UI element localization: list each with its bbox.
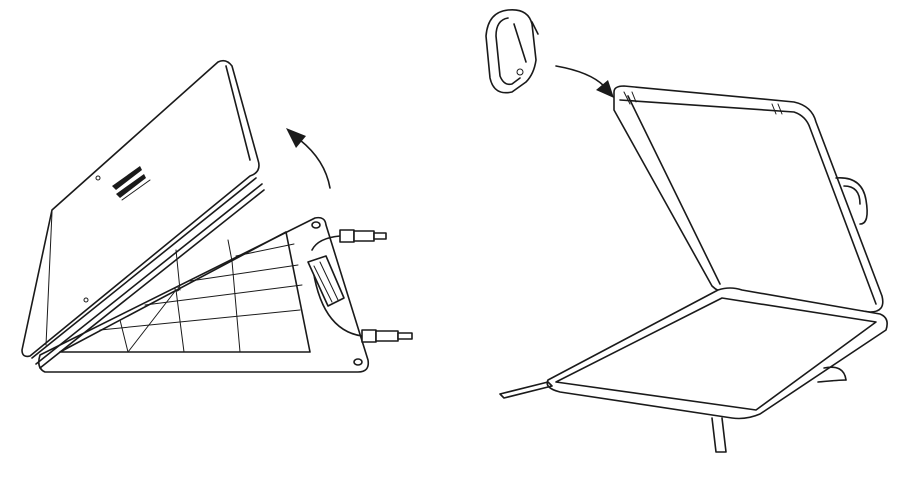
- arrow-curved-down-icon: [555, 65, 614, 98]
- connector-plug-icon: [339, 229, 387, 243]
- junction-box-cable: [307, 229, 413, 343]
- carabiner-icon: [485, 8, 539, 94]
- carabiner-figure: [485, 8, 888, 453]
- top-solar-panel: [21, 59, 260, 358]
- junction-box-icon: [307, 255, 345, 307]
- bottom-solar-panel: [38, 216, 370, 373]
- arrow-curved-up-icon: [286, 128, 331, 189]
- base-panel: [499, 287, 888, 453]
- solar-panel-figure: [21, 59, 413, 373]
- upright-panel: [613, 85, 884, 313]
- panel-logo: [112, 166, 151, 201]
- connector-plug-icon: [361, 329, 413, 343]
